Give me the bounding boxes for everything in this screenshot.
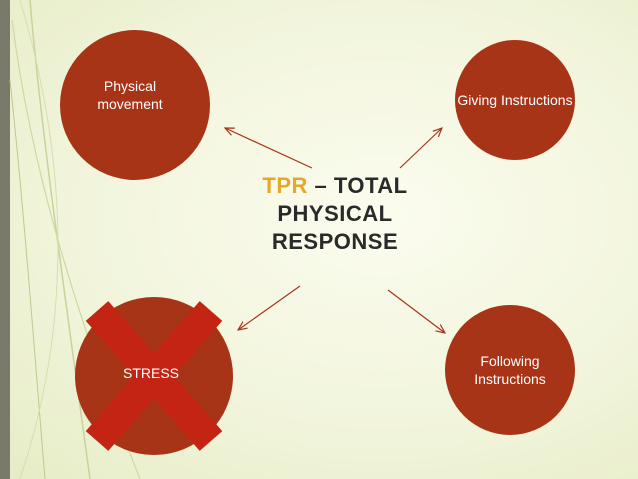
arrow-to-giving xyxy=(399,128,442,169)
node-giving-instructions: Giving Instructions xyxy=(455,40,575,160)
node-physical-movement: Physical movement xyxy=(60,30,210,180)
arrow-to-stress xyxy=(238,285,301,330)
title-rest: – TOTAL xyxy=(307,173,408,198)
node-giving-instructions-label: Giving Instructions xyxy=(457,92,573,108)
node-following-instructions-label: Following Instructions xyxy=(474,353,546,387)
node-stress-label: STRESS xyxy=(123,365,180,381)
node-stress: STRESS xyxy=(75,297,233,455)
node-physical-movement-label: Physical movement xyxy=(97,78,163,112)
node-following-instructions: Following Instructions xyxy=(445,305,575,435)
title-line-2: PHYSICAL xyxy=(277,201,393,226)
title-line-3: RESPONSE xyxy=(271,229,399,254)
diagram-title: TPR – TOTAL PHYSICAL RESPONSE xyxy=(250,172,420,256)
cross-out-icon xyxy=(85,301,223,451)
title-line-1: TPR – TOTAL xyxy=(250,172,420,200)
arrow-to-following xyxy=(387,289,445,333)
arrow-to-physical xyxy=(225,128,313,169)
left-accent-bar xyxy=(0,0,10,479)
title-accent: TPR xyxy=(262,173,308,198)
